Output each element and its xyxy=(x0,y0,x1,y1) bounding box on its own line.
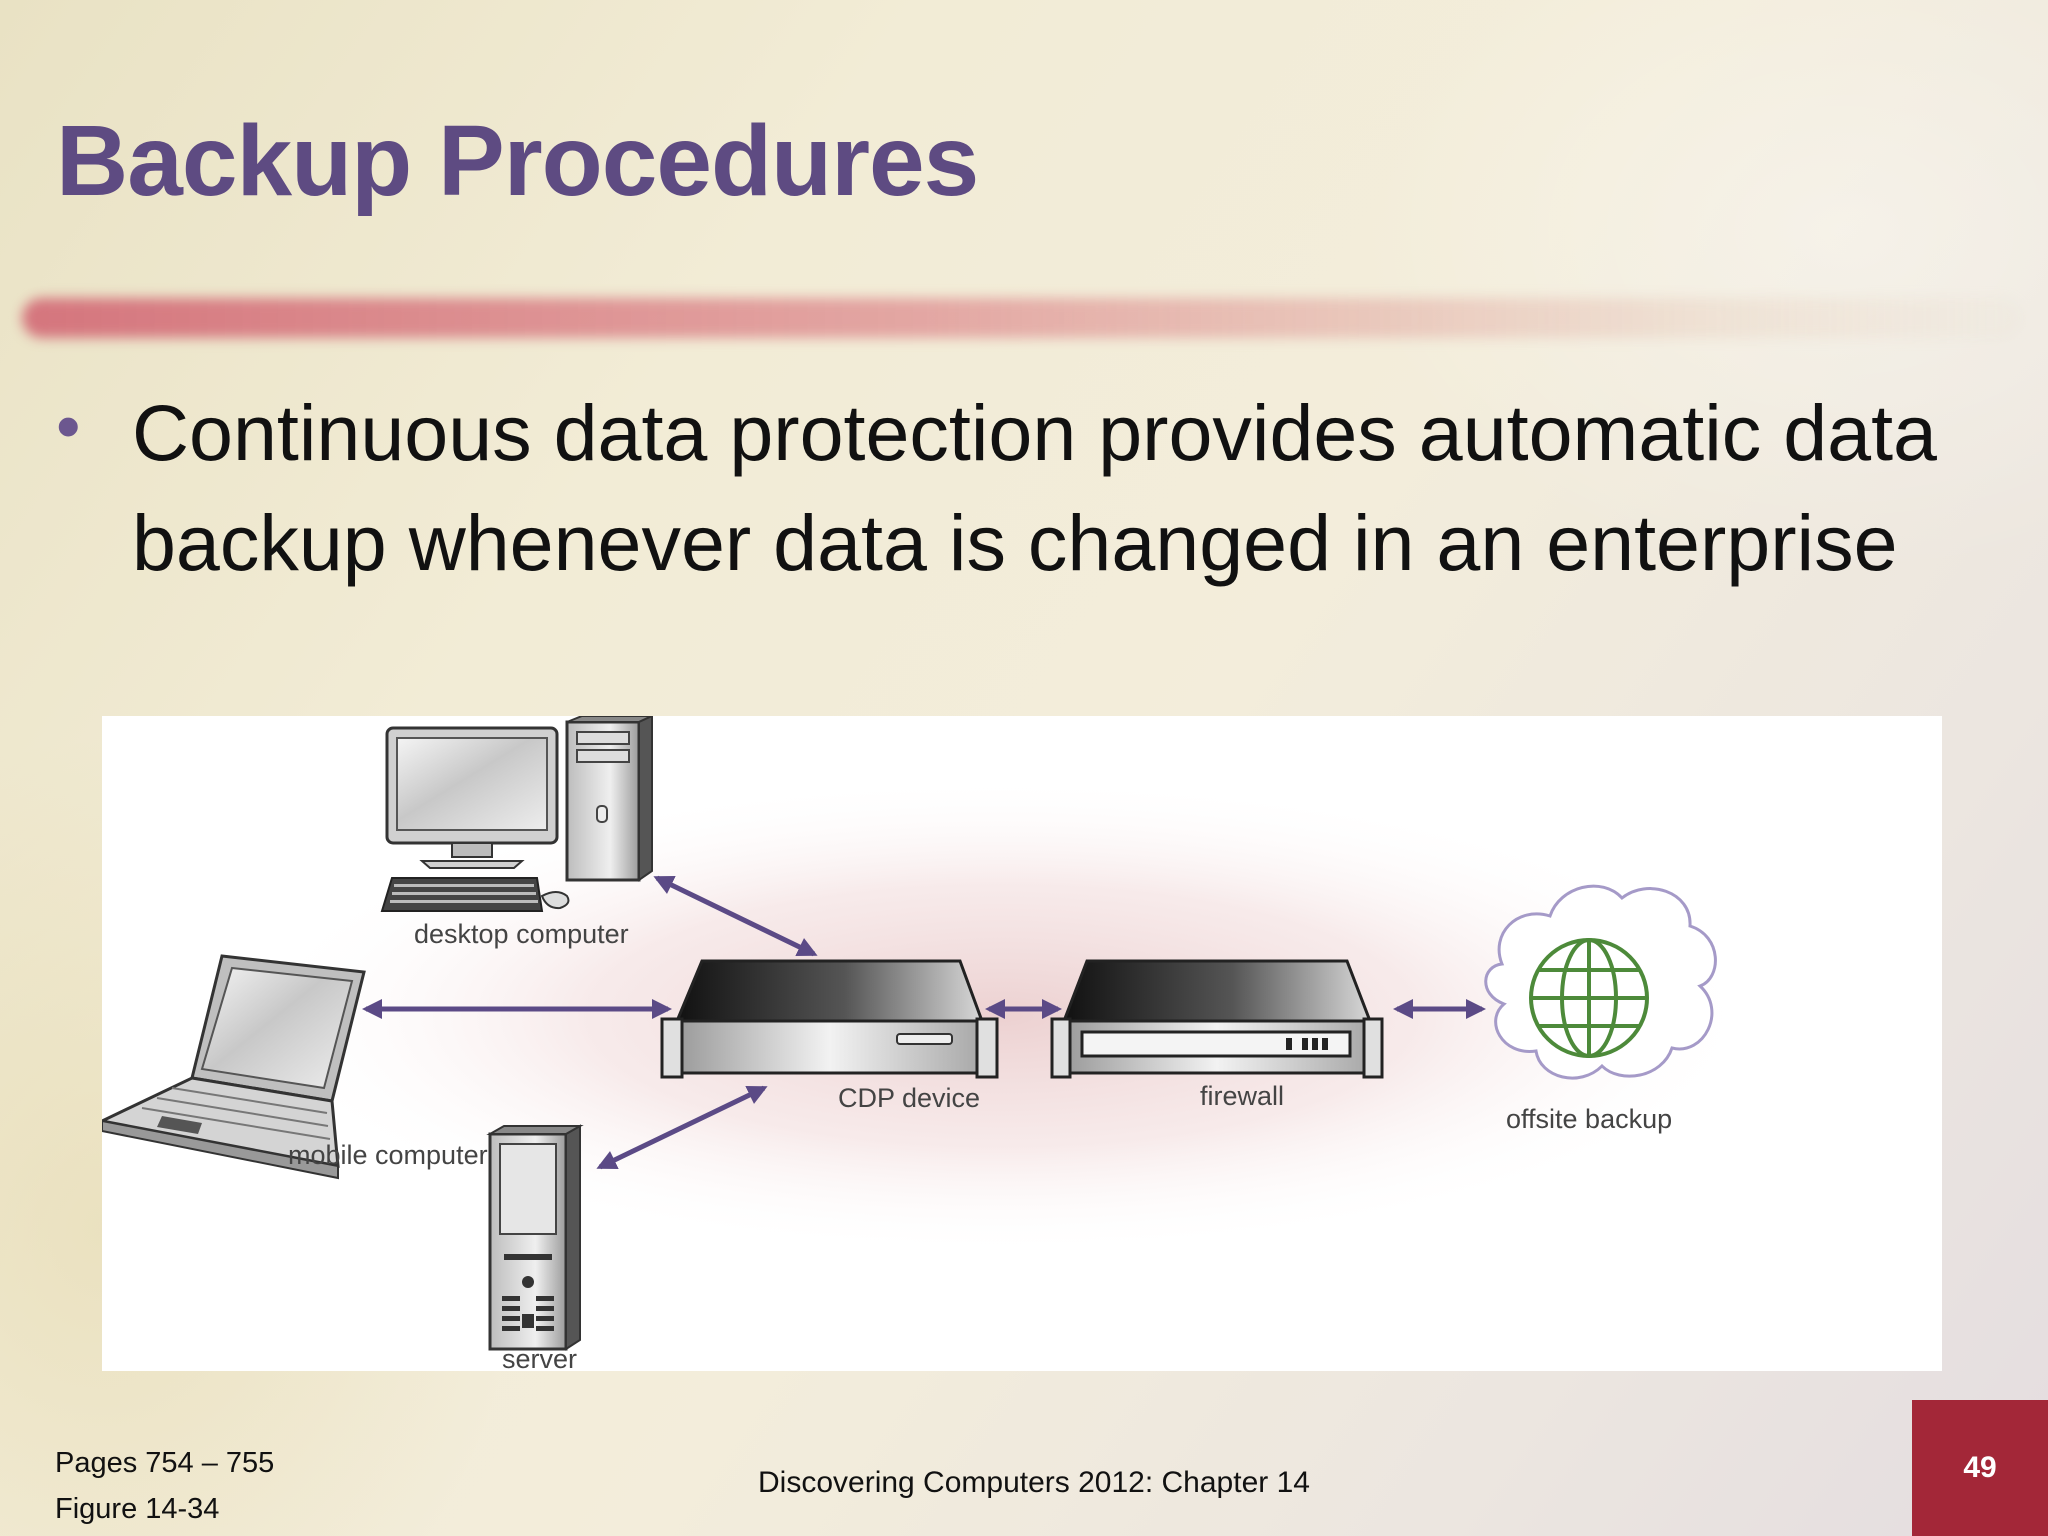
cdp-network-figure: desktop computer mobile computer server … xyxy=(102,716,1942,1374)
firewall-label: firewall xyxy=(1200,1081,1285,1111)
slide-title: Backup Procedures xyxy=(56,105,979,217)
slide-number: 49 xyxy=(1963,1451,1997,1484)
arrow-server-cdp xyxy=(596,1085,768,1170)
firewall-icon xyxy=(1050,959,1384,1079)
cdp-device-icon xyxy=(660,959,999,1079)
connection-arrows xyxy=(362,875,1486,1170)
figure-drawing xyxy=(102,716,1762,1351)
offsite-backup-label: offsite backup xyxy=(1506,1104,1673,1134)
mobile-computer-label: mobile computer xyxy=(288,1140,488,1170)
bullet-text: Continuous data protection provides auto… xyxy=(132,388,1937,587)
cdp-device-label: CDP device xyxy=(838,1083,981,1113)
arrow-desktop-cdp xyxy=(653,875,818,957)
footer-references: Pages 754 – 755 Figure 14-34 xyxy=(55,1440,274,1532)
desktop-computer-label: desktop computer xyxy=(414,919,629,949)
server-label: server xyxy=(502,1344,578,1374)
footer-course-title: Discovering Computers 2012: Chapter 14 xyxy=(758,1466,1310,1499)
slide-number-badge: 49 xyxy=(1912,1400,2048,1536)
server-icon xyxy=(486,1124,584,1351)
offsite-backup-icon xyxy=(1484,884,1717,1080)
desktop-computer-icon xyxy=(380,716,653,912)
title-underline-bar xyxy=(22,298,2022,338)
footer-pages: Pages 754 – 755 xyxy=(55,1447,275,1479)
mobile-computer-icon xyxy=(102,954,366,1180)
footer-figure-ref: Figure 14-34 xyxy=(55,1493,220,1525)
bullet-marker: • xyxy=(56,387,81,465)
